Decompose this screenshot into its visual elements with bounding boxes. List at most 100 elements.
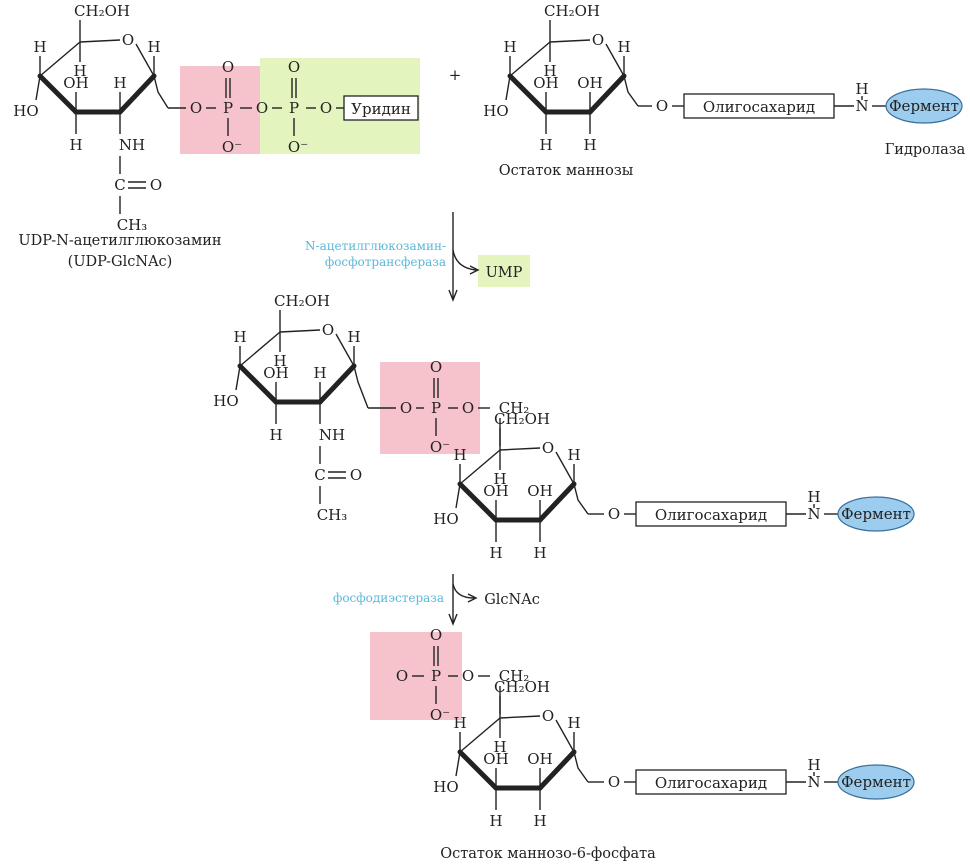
- enzyme1-name-line2: фосфотрансфераза: [325, 255, 446, 269]
- oxygen-label: O: [320, 99, 332, 117]
- oligosaccharide-box: [683, 93, 835, 119]
- bond-line: [505, 75, 511, 101]
- oh-label: OH: [527, 750, 552, 768]
- ring-bond: [335, 333, 355, 367]
- phosphate-highlight-3: [380, 362, 480, 454]
- glycosidic-oxygen-label: O: [608, 505, 620, 523]
- h-label: H: [855, 80, 868, 98]
- ring-oxygen-label: O: [542, 707, 554, 725]
- ring-front-bond: [537, 481, 577, 523]
- phosphate-oxygen-label: O: [430, 358, 442, 376]
- oxygen-label: O: [350, 466, 362, 484]
- ump-label: UMP: [486, 265, 523, 281]
- ring-front-bond: [37, 73, 79, 115]
- phosphate-o-minus-label: O⁻: [288, 138, 308, 156]
- ch2oh-label: CH₂OH: [494, 678, 550, 696]
- h-label: H: [807, 488, 820, 506]
- ho-label: HO: [13, 102, 38, 120]
- side-arrow-1: [452, 249, 477, 271]
- enzyme-ellipse: [837, 496, 915, 532]
- ring-bond: [549, 39, 591, 43]
- oligosaccharide-label: Олигосахарид: [655, 774, 767, 792]
- ring-bond: [555, 719, 575, 753]
- mannose-residue-caption: Остаток маннозы: [499, 163, 634, 179]
- ring-bond: [279, 329, 321, 333]
- udp-glcnac-abbreviation: (UDP-GlcNAc): [68, 254, 173, 270]
- ring-bond: [459, 717, 501, 753]
- h-label: H: [543, 62, 556, 80]
- h-label: H: [33, 38, 46, 56]
- arrow-head: [448, 289, 458, 302]
- udp-glcnac-name: UDP-N-ацетилглюкозамин: [18, 233, 221, 249]
- ch3-label: CH₃: [317, 506, 348, 524]
- h-label: H: [503, 38, 516, 56]
- mannose-6-phosphate-caption: Остаток маннозо-6-фосфата: [440, 846, 656, 862]
- oh-label: OH: [577, 74, 602, 92]
- ch2oh-label: CH₂OH: [74, 2, 130, 20]
- enzyme-label: Фермент: [841, 773, 911, 791]
- oxygen-label: O: [462, 399, 474, 417]
- oh-label: OH: [63, 74, 88, 92]
- ring-front-bond: [117, 73, 157, 115]
- oh-label: OH: [483, 750, 508, 768]
- h-label: H: [493, 738, 506, 756]
- h-label: H: [453, 714, 466, 732]
- ring-bond: [605, 43, 625, 77]
- bond-line: [35, 75, 41, 101]
- phosphorus-label: P: [289, 99, 299, 117]
- oligosaccharide-label: Олигосахарид: [655, 506, 767, 524]
- glcnac-label: GlcNAc: [484, 592, 540, 608]
- h-label: H: [69, 136, 82, 154]
- phosphorus-label: P: [223, 99, 233, 117]
- hydrolase-label: Гидролаза: [885, 142, 966, 158]
- enzyme-label: Фермент: [889, 97, 959, 115]
- ch2-label: CH₂: [499, 399, 530, 417]
- ring-front-bond: [587, 73, 627, 115]
- h-label: H: [269, 426, 282, 444]
- h-label: H: [617, 38, 630, 56]
- ch3-label: CH₃: [117, 216, 148, 234]
- h-label: H: [489, 544, 502, 562]
- phosphate-oxygen-label: O: [430, 626, 442, 644]
- plus-sign: +: [449, 66, 462, 84]
- phosphate-highlight-1: [180, 66, 260, 154]
- enzyme-ellipse: [837, 764, 915, 800]
- enzyme-label: Фермент: [841, 505, 911, 523]
- ring-oxygen-label: O: [322, 321, 334, 339]
- ring-front-bond: [237, 363, 279, 405]
- ring-bond: [39, 41, 81, 77]
- h-label: H: [73, 62, 86, 80]
- phosphate-o-minus-label: O⁻: [430, 706, 450, 724]
- oligosaccharide-label: Олигосахарид: [703, 98, 815, 116]
- nh-label: NH: [319, 426, 345, 444]
- ho-label: HO: [213, 392, 238, 410]
- glycosidic-oxygen-label: O: [608, 773, 620, 791]
- arrow-head: [448, 613, 458, 626]
- uridine-box: [343, 95, 419, 121]
- ring-bond: [555, 451, 575, 485]
- oxygen-label: O: [396, 667, 408, 685]
- nh-label: NH: [119, 136, 145, 154]
- ring-oxygen-label: O: [122, 31, 134, 49]
- h-label: H: [807, 756, 820, 774]
- phosphorus-label: P: [431, 667, 441, 685]
- h-label: H: [273, 352, 286, 370]
- carbon-label: C: [114, 176, 125, 194]
- h-label: H: [453, 446, 466, 464]
- ho-label: HO: [433, 778, 458, 796]
- h-label: H: [533, 812, 546, 830]
- nitrogen-label: N: [855, 97, 868, 115]
- ch2oh-label: CH₂OH: [494, 410, 550, 428]
- glycosidic-oxygen-label: O: [656, 97, 668, 115]
- arrow-head: [467, 593, 478, 603]
- oxygen-label: O: [190, 99, 202, 117]
- ring-bond: [499, 715, 541, 719]
- ring-bond: [135, 43, 155, 77]
- h-label: H: [113, 74, 126, 92]
- nitrogen-label: N: [807, 773, 820, 791]
- phosphate-oxygen-label: O: [222, 58, 234, 76]
- bond-line: [153, 75, 169, 109]
- ring-bond: [79, 39, 121, 43]
- bond-line: [573, 751, 589, 783]
